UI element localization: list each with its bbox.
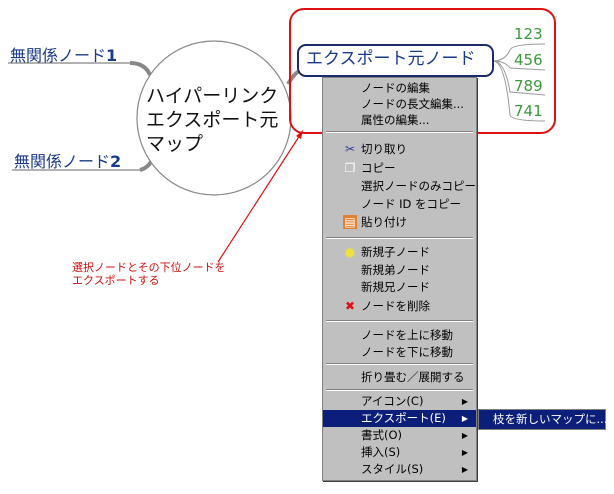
copy-icon: ❐	[344, 161, 356, 175]
menu-label: 切り取り	[361, 142, 407, 156]
root-node[interactable]: ハイパーリンク エクスポート元 マップ	[146, 84, 278, 156]
menu-item-export[interactable]: エクスポート(E) ▶	[323, 410, 476, 427]
child-node[interactable]: 456	[514, 51, 543, 69]
lightbulb-icon: ●	[344, 245, 356, 259]
child-node[interactable]: 741	[514, 102, 543, 120]
menu-item-edit-node[interactable]: ノードの編集	[323, 80, 476, 97]
paste-icon: ▤	[343, 215, 357, 229]
node-label: 無関係ノード	[14, 152, 111, 171]
menu-item-icon[interactable]: アイコン(C) ▶	[323, 393, 476, 410]
context-menu: ノードの編集 ノードの長文編集... 属性の編集... ✂ 切り取り ❐ コピー 選…	[322, 77, 477, 481]
root-line: エクスポート元	[146, 109, 279, 131]
menu-item-copy[interactable]: ❐ コピー	[323, 160, 476, 177]
submenu-arrow-icon: ▶	[461, 448, 468, 457]
node-number: 1	[106, 46, 118, 65]
separator	[326, 320, 473, 322]
menu-label: ノードの編集	[361, 81, 430, 95]
menu-item-format[interactable]: 書式(O) ▶	[323, 427, 476, 444]
separator	[326, 363, 473, 365]
menu-label: 挿入(S)	[361, 445, 401, 459]
root-line: ハイパーリンク	[146, 85, 279, 107]
menu-label: 属性の編集...	[361, 113, 430, 127]
menu-item-insert[interactable]: 挿入(S) ▶	[323, 444, 476, 461]
menu-item-delete[interactable]: ✖ ノードを削除	[323, 298, 476, 315]
menu-item-paste[interactable]: ▤ 貼り付け	[323, 214, 476, 231]
separator	[326, 237, 473, 239]
selected-node-box	[297, 44, 494, 77]
delete-icon: ✖	[344, 299, 356, 313]
separator	[326, 131, 473, 133]
submenu-arrow-icon: ▶	[461, 397, 468, 406]
menu-item-move-up[interactable]: ノードを上に移動	[323, 327, 476, 344]
menu-label: 貼り付け	[361, 215, 407, 229]
child-node[interactable]: 123	[514, 25, 543, 43]
menu-label: ノードを下に移動	[361, 345, 453, 359]
node-number: 2	[110, 152, 122, 171]
menu-label: アイコン(C)	[361, 394, 424, 408]
submenu-arrow-icon: ▶	[461, 465, 468, 474]
unrelated-node-2[interactable]: 無関係ノード2	[14, 148, 121, 172]
menu-item-fold[interactable]: 折り畳む／展開する	[323, 369, 476, 386]
menu-item-copy-single[interactable]: 選択ノードのみコピー	[323, 178, 476, 195]
annotation-line: エクスポートする	[72, 274, 160, 287]
annotation: 選択ノードとその下位ノードを エクスポートする	[72, 261, 226, 287]
menu-label: ノード ID をコピー	[361, 197, 462, 211]
menu-label: 新規子ノード	[361, 245, 430, 259]
menu-label: スタイル(S)	[361, 462, 424, 476]
menu-item-style[interactable]: スタイル(S) ▶	[323, 461, 476, 478]
root-line: マップ	[146, 133, 204, 155]
menu-label: 選択ノードのみコピー	[361, 179, 476, 193]
menu-item-edit-long[interactable]: ノードの長文編集...	[323, 96, 476, 113]
menu-item-new-child[interactable]: ● 新規子ノード	[323, 244, 476, 261]
menu-label: 折り畳む／展開する	[361, 370, 465, 384]
scissors-icon: ✂	[344, 142, 356, 156]
menu-item-move-down[interactable]: ノードを下に移動	[323, 344, 476, 361]
export-submenu: 枝を新しいマップに...	[478, 409, 608, 430]
menu-label: エクスポート(E)	[361, 411, 446, 425]
menu-item-copy-id[interactable]: ノード ID をコピー	[323, 196, 476, 213]
annotation-line: 選択ノードとその下位ノードを	[72, 261, 226, 274]
child-node[interactable]: 789	[514, 77, 543, 95]
unrelated-node-1[interactable]: 無関係ノード1	[10, 42, 117, 66]
menu-item-new-younger-sibling[interactable]: 新規弟ノード	[323, 262, 476, 279]
node-label: 無関係ノード	[10, 46, 107, 65]
menu-item-edit-attributes[interactable]: 属性の編集...	[323, 112, 476, 129]
submenu-item-branch-to-new-map[interactable]: 枝を新しいマップに...	[493, 412, 608, 426]
menu-label: ノードを上に移動	[361, 328, 453, 342]
submenu-arrow-icon: ▶	[461, 414, 468, 423]
menu-label: コピー	[361, 161, 396, 175]
separator	[326, 389, 473, 391]
submenu-arrow-icon: ▶	[461, 431, 468, 440]
menu-item-new-elder-sibling[interactable]: 新規兄ノード	[323, 279, 476, 296]
menu-label: 新規弟ノード	[361, 263, 430, 277]
menu-label: ノードを削除	[361, 299, 430, 313]
selected-node[interactable]: エクスポート元ノード	[306, 49, 476, 69]
menu-label: 書式(O)	[361, 428, 403, 442]
menu-label: ノードの長文編集...	[361, 97, 464, 111]
menu-label: 新規兄ノード	[361, 280, 430, 294]
menu-item-cut[interactable]: ✂ 切り取り	[323, 141, 476, 158]
